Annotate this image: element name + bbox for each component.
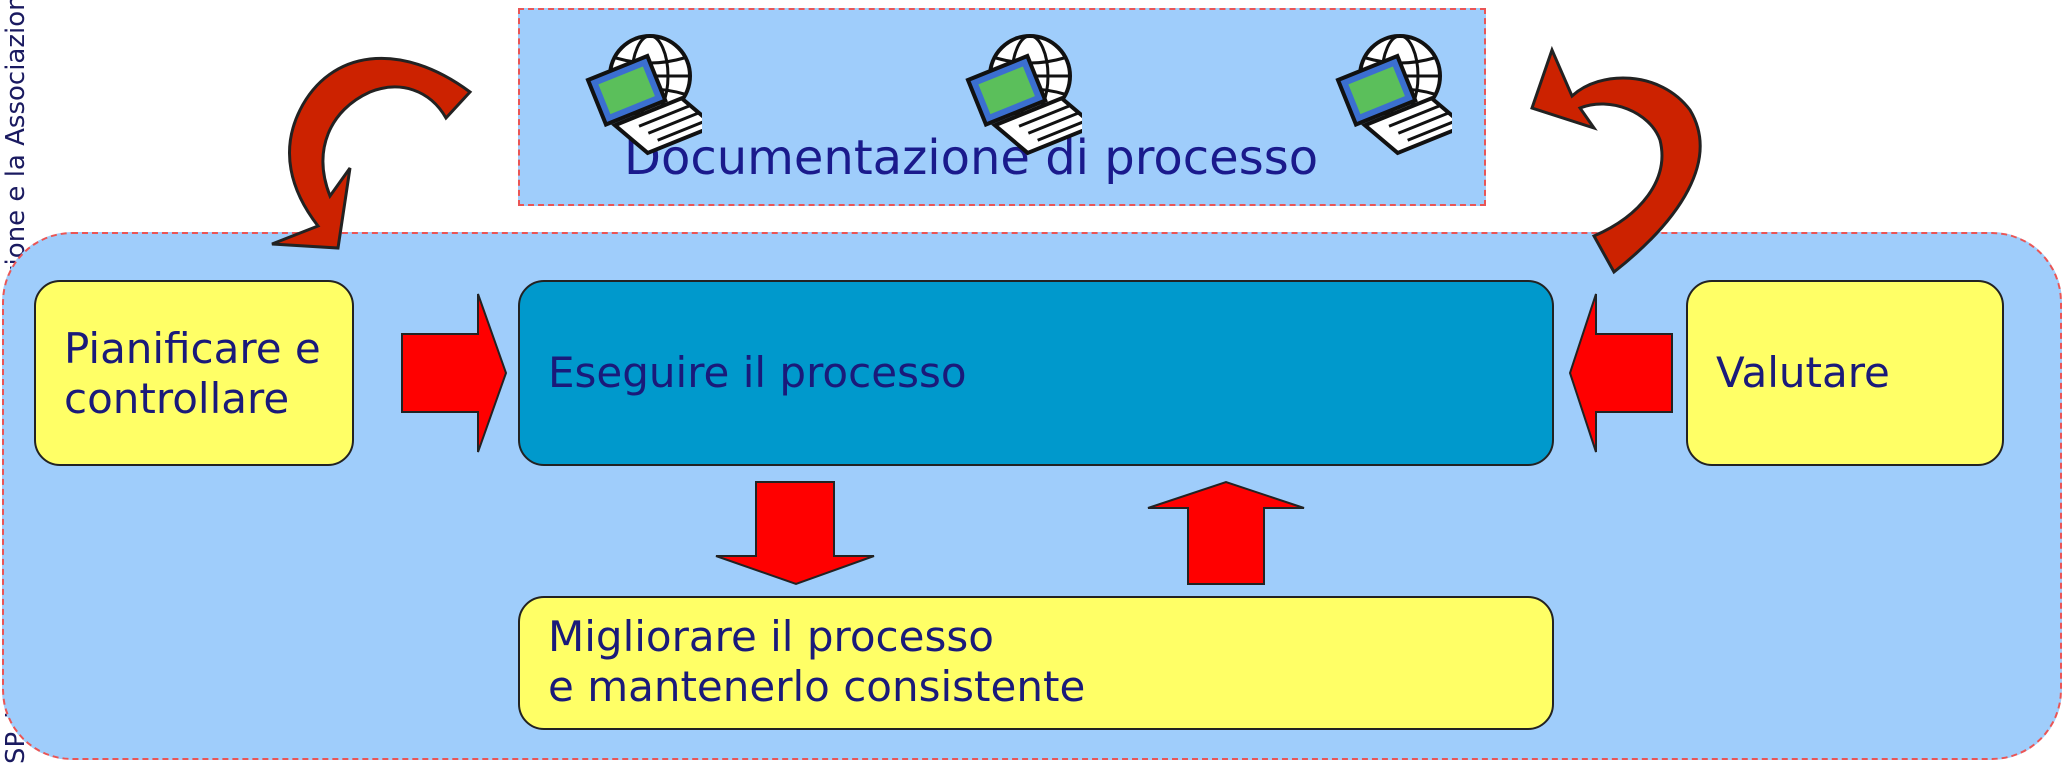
- plan-to-execute-arrow: [401, 293, 508, 453]
- improve-line-1: Migliorare il processo: [548, 612, 994, 661]
- evaluate-to-execute-arrow: [1568, 293, 1673, 453]
- evaluate-box: Valutare: [1686, 280, 2004, 466]
- improve-to-execute-arrow: [1147, 480, 1305, 585]
- globe-computer-icon: [965, 34, 1082, 156]
- execute-process-box: Eseguire il processo: [518, 280, 1554, 466]
- evaluate-label: Valutare: [1716, 348, 1890, 397]
- documentation-title: Documentazione di processo: [624, 130, 1319, 186]
- execute-to-improve-arrow: [715, 481, 875, 586]
- plan-control-line-2: controllare: [64, 374, 290, 423]
- execute-process-label: Eseguire il processo: [548, 348, 967, 397]
- plan-control-box: Pianificare e controllare: [34, 280, 354, 466]
- improve-line-2: e mantenerlo consistente: [548, 662, 1086, 711]
- doc-to-plan-curved-arrow: [271, 56, 473, 250]
- globe-computer-icon: [585, 34, 702, 156]
- evaluate-to-doc-curved-arrow: [1530, 45, 1702, 275]
- globe-computer-icon: [1335, 34, 1452, 156]
- improve-process-box: Migliorare il processo e mantenerlo cons…: [518, 596, 1554, 730]
- plan-control-line-1: Pianificare e: [64, 324, 321, 373]
